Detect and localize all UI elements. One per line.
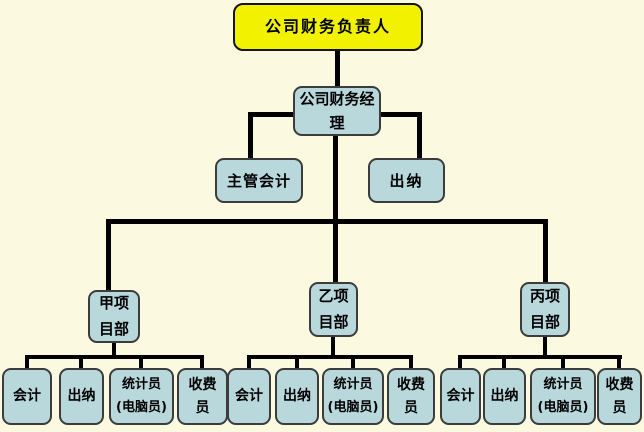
connector-drop-a1 bbox=[25, 355, 29, 368]
node-dept-a-statistician: 统计员(电脑员) bbox=[109, 368, 174, 425]
connector-to-chief-accountant bbox=[248, 112, 253, 158]
connector-drop-c1 bbox=[458, 355, 462, 368]
connector-root-to-manager bbox=[335, 51, 340, 86]
node-chief-accountant: 主管会计 bbox=[215, 158, 303, 203]
connector-drop-b1 bbox=[247, 355, 251, 368]
node-dept-b-cashier: 出纳 bbox=[275, 368, 319, 425]
connector-to-cashier bbox=[417, 112, 422, 158]
connector-drop-c4 bbox=[617, 355, 621, 368]
node-dept-c: 丙项目部 bbox=[520, 282, 570, 337]
node-dept-c-accountant: 会计 bbox=[440, 368, 481, 425]
node-finance-director: 公司财务负责人 bbox=[233, 3, 423, 51]
node-dept-c-fee-collector: 收费员 bbox=[597, 368, 642, 425]
node-dept-c-statistician: 统计员(电脑员) bbox=[530, 368, 596, 425]
connector-drop-b3 bbox=[351, 355, 355, 368]
connector-to-dept-c bbox=[543, 219, 548, 282]
connector-dept-c-down bbox=[543, 337, 547, 359]
connector-dept-a-down bbox=[112, 342, 116, 359]
connector-to-dept-a bbox=[106, 219, 111, 290]
node-cashier: 出纳 bbox=[368, 158, 445, 203]
node-dept-c-cashier: 出纳 bbox=[483, 368, 526, 425]
node-dept-b-statistician: 统计员(电脑员) bbox=[322, 368, 384, 425]
node-dept-a-cashier: 出纳 bbox=[59, 368, 104, 425]
connector-drop-a3 bbox=[139, 355, 143, 368]
node-dept-a-accountant: 会计 bbox=[2, 368, 52, 425]
connector-drop-c3 bbox=[561, 355, 565, 368]
connector-departments-horizontal bbox=[106, 219, 548, 224]
connector-drop-a2 bbox=[79, 355, 83, 368]
node-dept-a: 甲项目部 bbox=[88, 290, 140, 343]
connector-group-a-horizontal bbox=[25, 355, 204, 359]
connector-drop-a4 bbox=[200, 355, 204, 368]
connector-drop-b2 bbox=[295, 355, 299, 368]
node-dept-a-fee-collector: 收费员 bbox=[177, 368, 228, 425]
node-finance-manager: 公司财务经理 bbox=[293, 86, 381, 136]
connector-group-c-horizontal bbox=[458, 355, 622, 359]
connector-dept-b-down bbox=[331, 337, 335, 359]
node-dept-b: 乙项目部 bbox=[309, 282, 358, 337]
connector-group-b-horizontal bbox=[247, 355, 413, 359]
connector-drop-b4 bbox=[409, 355, 413, 368]
connector-center-trunk bbox=[333, 135, 338, 282]
connector-drop-c2 bbox=[502, 355, 506, 368]
node-dept-b-fee-collector: 收费员 bbox=[387, 368, 435, 425]
node-dept-b-accountant: 会计 bbox=[227, 368, 271, 425]
